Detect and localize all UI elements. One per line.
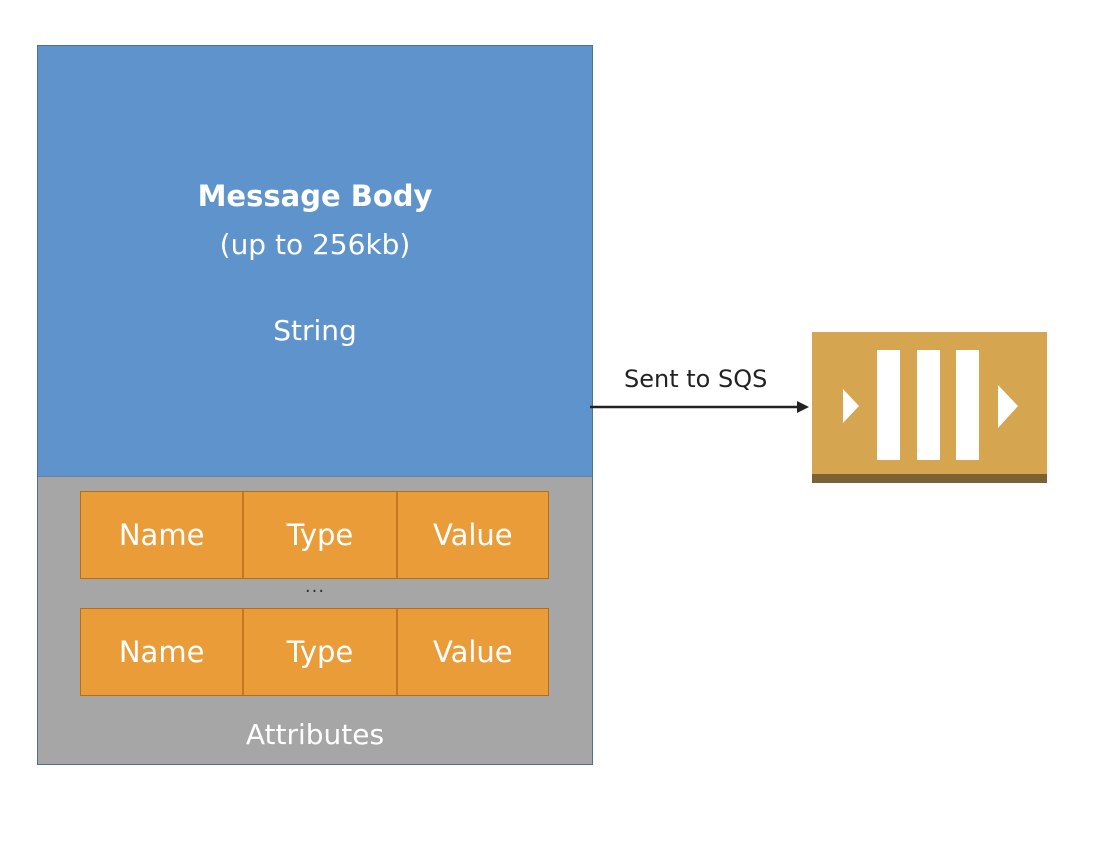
attribute-type-cell: Type (244, 492, 398, 578)
connector-arrow (590, 401, 809, 413)
attribute-value-cell: Value (432, 634, 513, 669)
attribute-row: Name Type Value (80, 608, 549, 696)
sqs-queue-icon (812, 332, 1047, 483)
attribute-ellipsis: ... (304, 576, 326, 597)
message-body-type: String (273, 314, 357, 347)
queue-message-bar-icon (956, 350, 979, 460)
attribute-type-cell: Type (244, 609, 398, 695)
queue-output-arrow-icon (998, 385, 1018, 428)
attributes-label: Attributes (245, 718, 385, 751)
attribute-name-cell: Name (81, 609, 245, 695)
message-attributes-section: Name Type Value ... Name Type Value Attr… (38, 477, 592, 764)
arrowhead-icon (797, 401, 809, 413)
attribute-value-cell: Value (432, 517, 513, 552)
queue-message-bar-icon (917, 350, 940, 460)
message-body-size-limit: (up to 256kb) (219, 228, 411, 261)
sent-to-sqs-label: Sent to SQS (624, 365, 768, 393)
attribute-row: Name Type Value (80, 491, 549, 579)
sqs-queue-base (812, 474, 1047, 483)
message-body-section: Message Body (up to 256kb) String (38, 46, 592, 477)
queue-input-arrow-icon (843, 389, 859, 423)
message-box: Message Body (up to 256kb) String Name T… (37, 45, 593, 765)
attribute-name-cell: Name (81, 492, 245, 578)
message-body-title: Message Body (197, 179, 433, 213)
queue-message-bar-icon (877, 350, 900, 460)
